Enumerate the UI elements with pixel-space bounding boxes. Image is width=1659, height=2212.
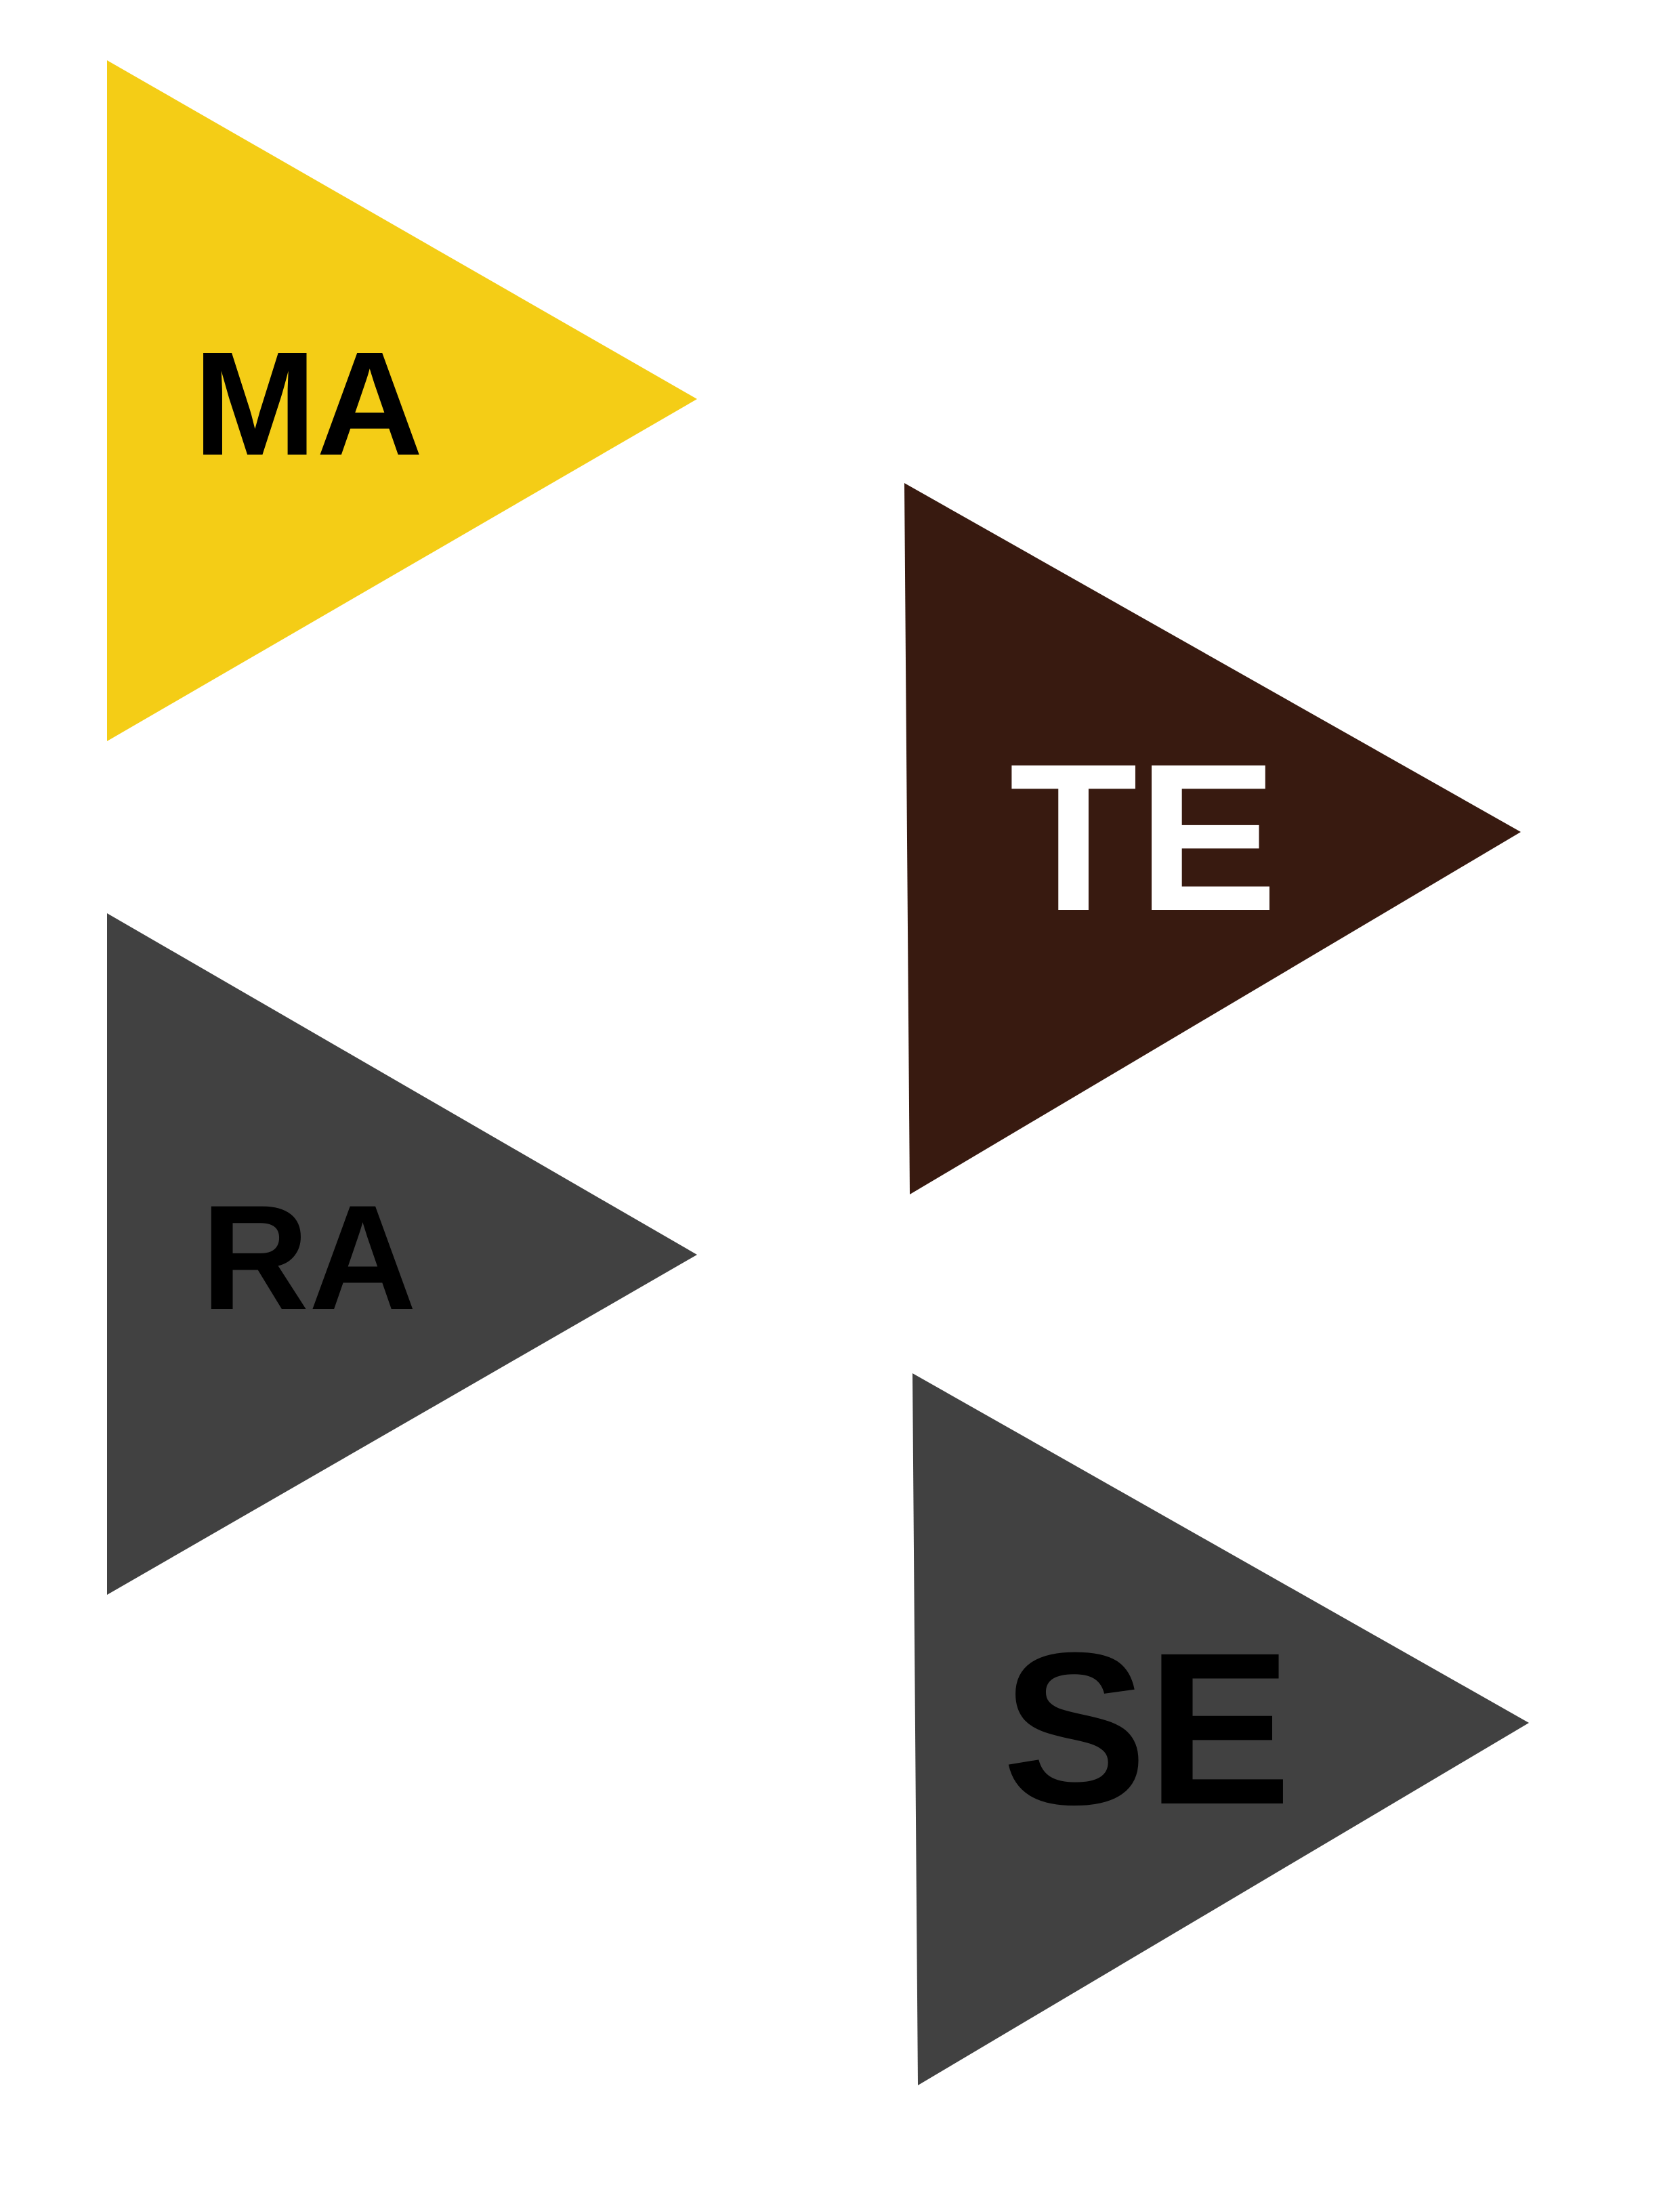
pennant-te-triangle [904, 483, 1521, 1194]
pennant-te-label: TE [1009, 719, 1278, 955]
pennant-se: SE [912, 1373, 1529, 2085]
pennant-te: TE [904, 483, 1521, 1194]
pennant-se-label: SE [1003, 1607, 1292, 1850]
pennant-ra: RA [107, 913, 697, 1595]
pennant-ma-label: MA [193, 322, 423, 486]
pennant-se-triangle [912, 1373, 1529, 2085]
pennant-ma-triangle [107, 60, 697, 741]
pennant-ra-triangle [107, 913, 697, 1595]
pennant-ma: MA [107, 60, 697, 741]
pennant-ra-label: RA [201, 1174, 417, 1341]
